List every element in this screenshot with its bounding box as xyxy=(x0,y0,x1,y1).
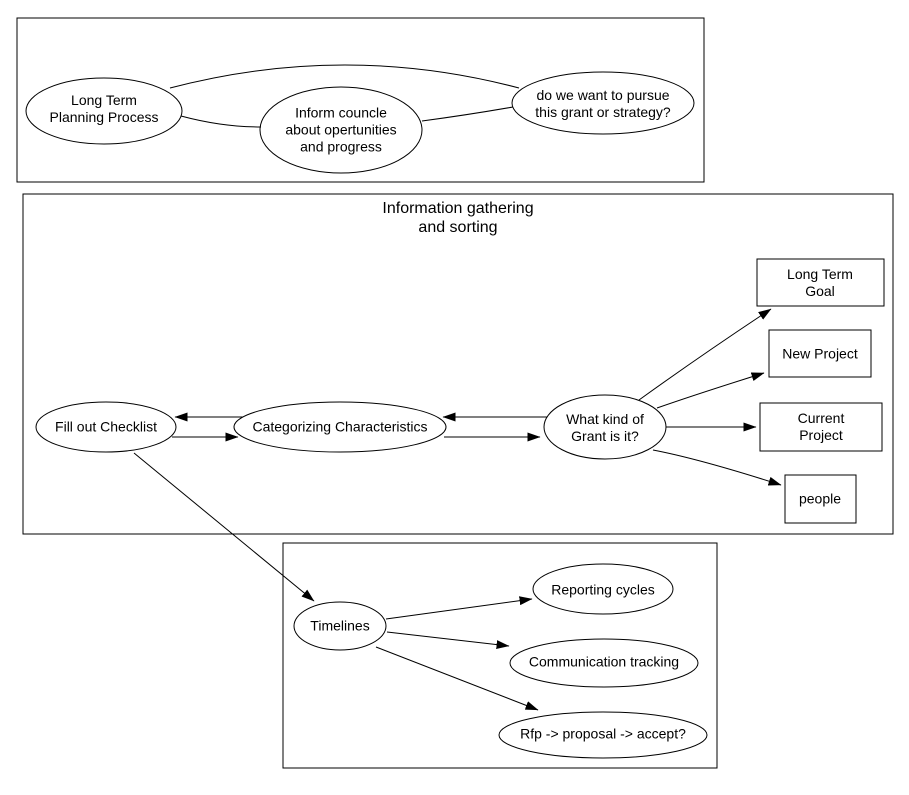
node-reporting-cycles-label: Reporting cycles xyxy=(551,581,655,598)
edge-longtermplanning-pursuegrant xyxy=(169,64,520,89)
node-pursue-grant-ellipse xyxy=(511,71,695,135)
node-what-kind-of-grant-label: What kind of Grant is it? xyxy=(566,411,644,444)
node-communication-tracking-label: Communication tracking xyxy=(528,653,680,670)
edge-whatkind-people xyxy=(652,449,782,486)
node-communication-tracking-ellipse xyxy=(509,638,699,688)
edge-whatkind-newproject xyxy=(656,372,765,409)
node-rfp-proposal-accept-label: Rfp -> proposal -> accept? xyxy=(520,725,686,742)
information-cluster-title: Information gathering and sorting xyxy=(382,200,534,236)
node-new-project-label: New Project xyxy=(782,345,858,362)
edge-longtermplanning-informcouncil xyxy=(180,115,262,128)
node-inform-council-ellipse xyxy=(259,86,423,174)
node-categorizing-characteristics-ellipse xyxy=(233,401,447,453)
node-categorizing-characteristics-label: Categorizing Characteristics xyxy=(252,418,428,435)
node-fill-out-checklist-ellipse xyxy=(35,401,177,453)
information-cluster-frame xyxy=(22,193,894,535)
edge-fillout-timelines xyxy=(133,452,315,602)
node-people-label: people xyxy=(798,490,842,507)
node-long-term-goal-box xyxy=(756,258,885,307)
node-fill-out-checklist-label: Fill out Checklist xyxy=(55,418,157,435)
edge-whatkind-longtermgoal xyxy=(638,308,772,401)
node-inform-council-label: Inform councle about opertunities and pr… xyxy=(285,104,397,155)
node-timelines-label: Timelines xyxy=(310,617,370,634)
node-people-box xyxy=(784,474,857,524)
node-current-project-label: Current Project xyxy=(797,410,845,443)
node-long-term-planning-label: Long Term Planning Process xyxy=(49,92,159,125)
node-long-term-planning-ellipse xyxy=(25,77,183,145)
node-what-kind-of-grant-ellipse xyxy=(543,394,667,460)
edge-informcouncil-pursuegrant xyxy=(421,106,514,122)
node-rfp-proposal-accept-ellipse xyxy=(498,711,708,759)
edge-timelines-rfp xyxy=(375,646,539,711)
node-pursue-grant-label: do we want to pursue this grant or strat… xyxy=(535,87,671,120)
node-timelines-ellipse xyxy=(293,601,387,651)
node-long-term-goal-label: Long Term Goal xyxy=(787,266,853,299)
node-new-project-box xyxy=(768,329,872,378)
edge-timelines-reportingcycles xyxy=(385,596,533,620)
node-reporting-cycles-ellipse xyxy=(532,563,674,615)
timelines-cluster-frame xyxy=(282,542,718,769)
node-current-project-box xyxy=(759,402,883,452)
planning-cluster-frame xyxy=(16,17,705,183)
edge-timelines-communicationtracking xyxy=(386,631,510,650)
